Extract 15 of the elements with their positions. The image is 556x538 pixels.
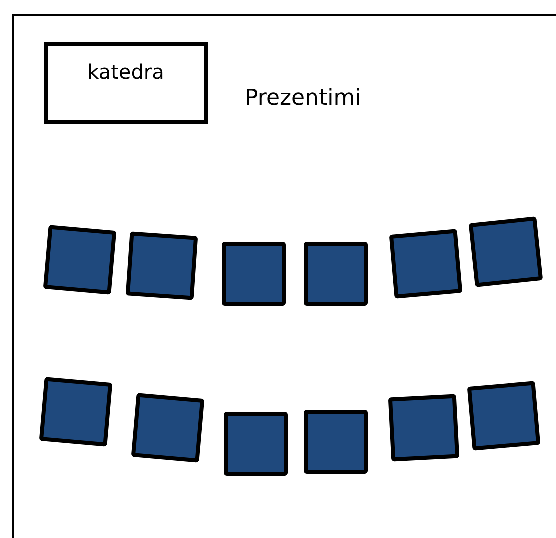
seat-block <box>126 232 198 300</box>
seat-block <box>304 242 368 306</box>
seat-block <box>222 242 286 306</box>
seat-block <box>304 410 368 474</box>
seat-block <box>131 393 205 463</box>
seat-block <box>224 412 288 476</box>
seat-block <box>467 381 541 451</box>
seat-block <box>43 225 117 295</box>
seat-block <box>389 229 463 299</box>
desk-label: katedra <box>88 60 164 84</box>
seat-block <box>39 377 113 447</box>
seat-block <box>388 394 460 462</box>
desk-box <box>44 42 208 124</box>
area-label: Prezentimi <box>245 86 362 111</box>
room-outline <box>12 14 556 538</box>
